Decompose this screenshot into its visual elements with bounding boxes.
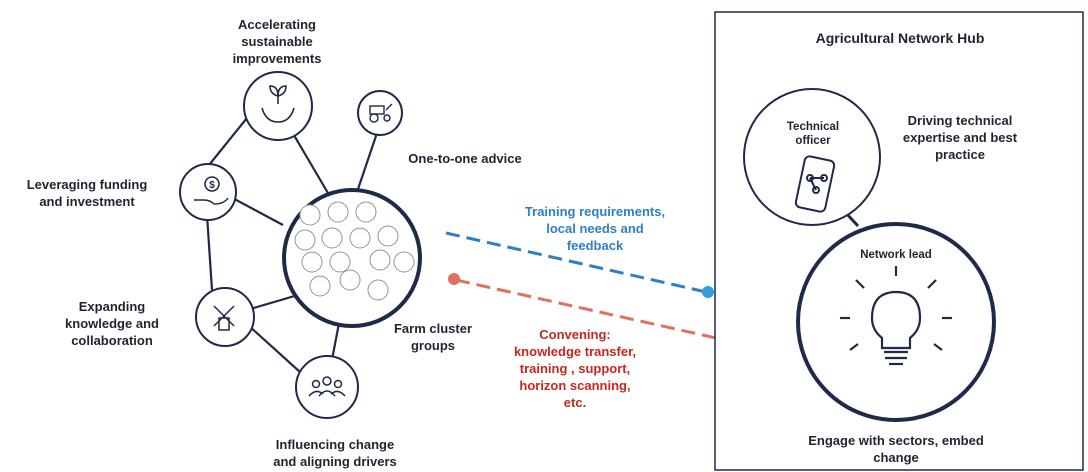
convening-flow-line (455, 278, 717, 340)
one-to-one-label: One-to-one advice (408, 151, 522, 166)
people-group-icon (308, 376, 346, 397)
driving-label: Driving technical expertise and best pra… (902, 113, 1018, 162)
accelerating-circle (243, 71, 313, 141)
tractor-icon (369, 103, 393, 123)
technical-officer-label: Technical officer (786, 121, 840, 147)
lightbulb-icon (840, 266, 952, 366)
leveraging-circle (179, 163, 237, 221)
hand-money-icon: $ (194, 176, 229, 205)
hands-together-icon (213, 305, 235, 331)
hub-title: Agricultural Network Hub (815, 30, 985, 46)
training-flow-label: Training requirements, local needs and f… (524, 204, 666, 253)
connector-one-to-one (353, 129, 380, 199)
accelerating-label: Accelerating sustainable improvements (232, 17, 322, 66)
one-to-one-circle (357, 90, 403, 136)
engage-label: Engage with sectors, embed change (808, 433, 984, 465)
network-lead-label: Network lead (860, 249, 932, 261)
convening-flow-start (448, 273, 460, 285)
training-flow-end (702, 286, 714, 298)
network-lead-circle (796, 222, 996, 422)
farm-cluster-tractors (294, 201, 415, 301)
training-flow-line (445, 231, 707, 294)
convening-flow-label: Convening: knowledge transfer, training … (513, 327, 637, 410)
expanding-label: Expanding knowledge and collaboration (65, 299, 159, 348)
influencing-circle (295, 355, 359, 419)
connector-expanding-influencing (247, 324, 301, 373)
farm-cluster-label: Farm cluster groups (393, 321, 473, 353)
hands-plant-icon (261, 85, 295, 123)
smartphone-network-icon (794, 155, 836, 213)
leveraging-label: Leveraging funding and investment (26, 177, 148, 209)
svg-text:$: $ (209, 180, 215, 191)
connector-leveraging-expanding (205, 214, 214, 291)
influencing-label: Influencing change and aligning drivers (273, 437, 397, 469)
